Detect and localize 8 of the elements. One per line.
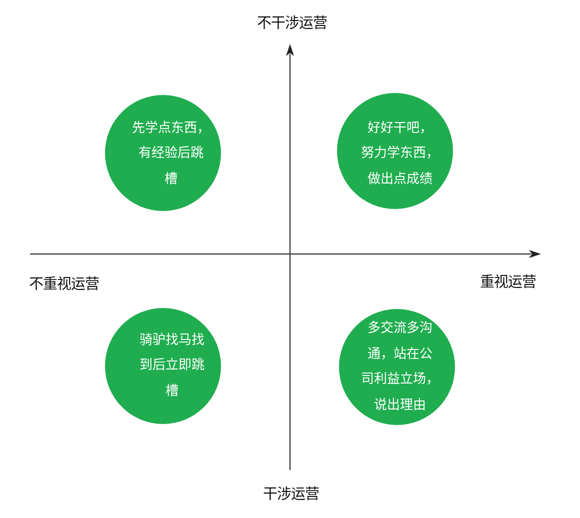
circle-text: 好好干吧，努力学东西，做出点成绩	[361, 120, 439, 189]
axis-label: 不重视运营	[29, 276, 99, 294]
axis-label: 不干涉运营	[257, 15, 327, 33]
circle-text: 骑驴找马找到后立即跳槽	[140, 332, 204, 401]
axis-label: 重视运营	[480, 274, 536, 292]
circle-text: 先学点东西，有经验后跳槽	[132, 120, 210, 189]
circle-text: 多交流多沟通，站在公司利益立场，说出理由	[361, 320, 439, 414]
axis-label: 干涉运营	[263, 486, 319, 504]
